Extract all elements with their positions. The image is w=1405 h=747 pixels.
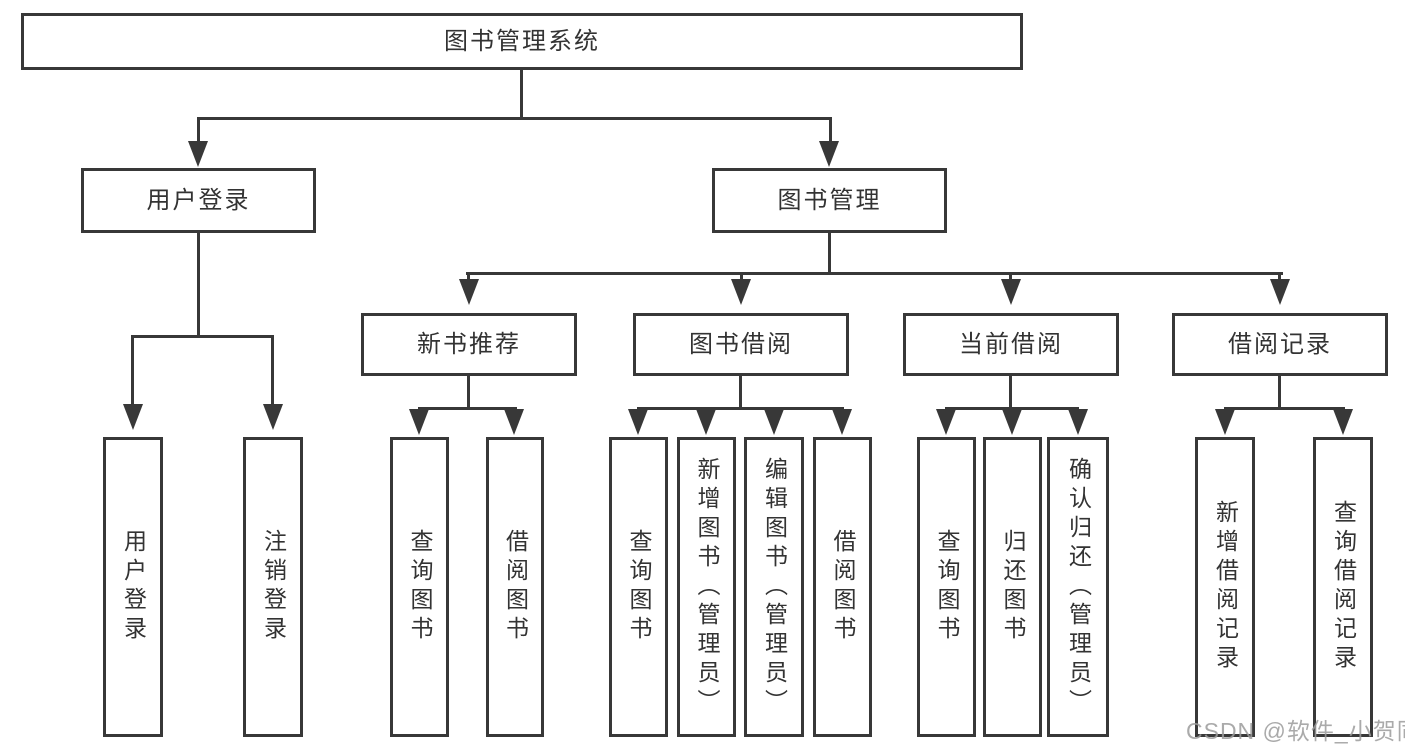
connector-vline	[271, 335, 274, 406]
arrow-down	[1215, 409, 1235, 435]
leaf-borrow-books-recommend-label: 借阅图书	[502, 529, 529, 645]
connector-vline	[1278, 376, 1281, 409]
arrow-down	[459, 279, 479, 305]
arrow-down	[123, 404, 143, 430]
node-borrowing-records: 借阅记录	[1172, 313, 1388, 376]
connector-vline	[197, 233, 200, 338]
connector-vline	[740, 272, 743, 282]
arrow-down	[188, 141, 208, 167]
arrow-down	[628, 409, 648, 435]
arrow-down	[263, 404, 283, 430]
connector-vline	[829, 117, 832, 144]
leaf-borrow-books-label: 借阅图书	[830, 529, 856, 645]
node-book-borrowing-label: 图书借阅	[689, 330, 793, 358]
connector-vline	[131, 335, 134, 406]
leaf-logout: 注销登录	[243, 437, 303, 737]
node-root-label: 图书管理系统	[444, 27, 600, 55]
leaf-add-books-admin-label: 新增图书（管理员）	[694, 456, 720, 718]
connector-hline	[1224, 407, 1345, 410]
leaf-query-books-recommend-label: 查询图书	[407, 529, 433, 645]
arrow-down	[1068, 409, 1088, 435]
node-root: 图书管理系统	[21, 13, 1023, 70]
leaf-add-borrow-record: 新增借阅记录	[1195, 437, 1255, 737]
arrow-down	[1270, 279, 1290, 305]
leaf-query-borrow-record: 查询借阅记录	[1313, 437, 1373, 737]
connector-vline	[197, 117, 200, 144]
connector-vline	[1278, 272, 1281, 282]
connector-vline	[828, 233, 831, 274]
node-new-book-recommend: 新书推荐	[361, 313, 577, 376]
arrow-down	[1001, 279, 1021, 305]
leaf-user-login: 用户登录	[103, 437, 163, 737]
connector-vline	[1009, 272, 1012, 282]
leaf-logout-label: 注销登录	[260, 529, 287, 645]
leaf-confirm-return-admin-label: 确认归还（管理员）	[1065, 456, 1092, 718]
node-book-management: 图书管理	[712, 168, 947, 233]
leaf-confirm-return-admin: 确认归还（管理员）	[1047, 437, 1109, 737]
leaf-query-borrow-record-label: 查询借阅记录	[1330, 500, 1357, 674]
arrow-down	[731, 279, 751, 305]
connector-hline	[131, 335, 274, 338]
connector-vline	[1009, 376, 1012, 409]
arrow-down	[1333, 409, 1353, 435]
leaf-return-books: 归还图书	[983, 437, 1042, 737]
arrow-down	[1002, 409, 1022, 435]
connector-hline	[197, 117, 832, 120]
connector-vline	[520, 70, 523, 119]
leaf-add-books-admin: 新增图书（管理员）	[677, 437, 736, 737]
node-current-borrowing: 当前借阅	[903, 313, 1119, 376]
leaf-user-login-label: 用户登录	[120, 529, 147, 645]
node-current-borrowing-label: 当前借阅	[959, 330, 1063, 358]
arrow-down	[409, 409, 429, 435]
arrow-down	[819, 141, 839, 167]
arrow-down	[764, 409, 784, 435]
leaf-query-books-recommend: 查询图书	[390, 437, 449, 737]
leaf-query-books-current: 查询图书	[917, 437, 976, 737]
connector-vline	[467, 272, 470, 282]
leaf-query-books-borrowing-label: 查询图书	[626, 529, 652, 645]
leaf-borrow-books-recommend: 借阅图书	[486, 437, 544, 737]
connector-hline	[637, 407, 844, 410]
leaf-edit-books-admin-label: 编辑图书（管理员）	[761, 456, 788, 718]
node-book-borrowing: 图书借阅	[633, 313, 849, 376]
connector-vline	[739, 376, 742, 409]
leaf-borrow-books: 借阅图书	[813, 437, 872, 737]
arrow-down	[504, 409, 524, 435]
arrow-down	[936, 409, 956, 435]
arrow-down	[696, 409, 716, 435]
node-new-book-recommend-label: 新书推荐	[417, 330, 521, 358]
connector-hline	[945, 407, 1079, 410]
node-user-login-label: 用户登录	[146, 186, 251, 214]
node-user-login: 用户登录	[81, 168, 316, 233]
leaf-return-books-label: 归还图书	[1000, 529, 1026, 645]
node-borrowing-records-label: 借阅记录	[1228, 330, 1332, 358]
arrow-down	[832, 409, 852, 435]
connector-hline	[466, 272, 1283, 275]
node-book-management-label: 图书管理	[777, 186, 882, 214]
leaf-edit-books-admin: 编辑图书（管理员）	[744, 437, 804, 737]
csdn-watermark: CSDN @软件_小贺同学	[1186, 718, 1405, 744]
leaf-query-books-borrowing: 查询图书	[609, 437, 668, 737]
connector-hline	[418, 407, 517, 410]
leaf-query-books-current-label: 查询图书	[934, 529, 960, 645]
leaf-add-borrow-record-label: 新增借阅记录	[1212, 500, 1239, 674]
connector-vline	[467, 376, 470, 409]
